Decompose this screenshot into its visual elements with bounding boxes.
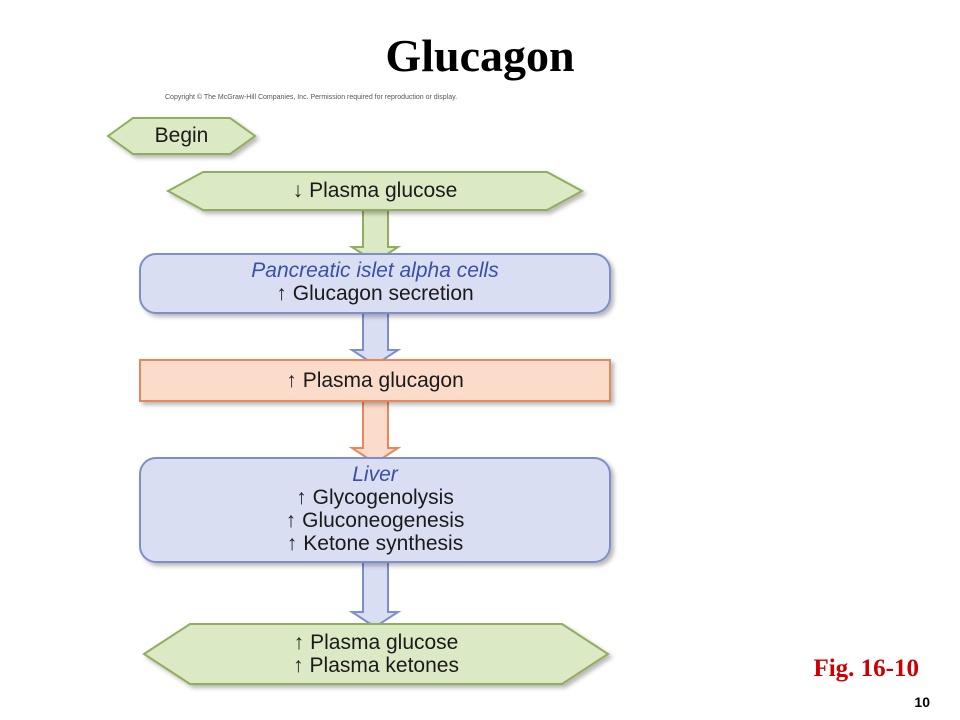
hormone-text: Plasma glucagon <box>302 369 464 392</box>
liver-node-shape <box>139 457 611 563</box>
copyright-notice: Copyright © The McGraw-Hill Companies, I… <box>165 94 458 101</box>
slide-title: Glucagon <box>385 30 575 81</box>
liver-line-text: Glycogenolysis <box>312 486 454 509</box>
begin-node-shape <box>106 117 257 155</box>
result-node: ↑Plasma glucose ↑Plasma ketones <box>144 631 608 677</box>
up-arrow-icon: ↑ <box>285 509 297 532</box>
begin-node: Begin <box>108 124 255 147</box>
result-line-text: Plasma glucose <box>310 631 459 654</box>
liver-line-text: Gluconeogenesis <box>302 509 465 532</box>
up-arrow-icon: ↑ <box>276 282 287 305</box>
up-arrow-icon: ↑ <box>293 631 305 654</box>
stimulus-node: ↓Plasma glucose <box>168 179 582 202</box>
liver-line: ↑Glycogenolysis <box>140 486 610 509</box>
hormone-node-shape <box>139 359 611 402</box>
result-line-text: Plasma ketones <box>309 654 459 677</box>
page-number: 10 <box>914 694 930 710</box>
begin-label: Begin <box>154 124 209 147</box>
liver-line-text: Ketone synthesis <box>303 532 464 555</box>
stimulus-node-shape <box>165 171 585 211</box>
liver-line: ↑Gluconeogenesis <box>140 509 610 532</box>
pancreas-node: Pancreatic islet alpha cells ↑Glucagon s… <box>140 259 610 305</box>
stimulus-text: Plasma glucose <box>309 179 458 202</box>
result-line: ↑Plasma ketones <box>144 654 608 677</box>
result-line: ↑Plasma glucose <box>144 631 608 654</box>
up-arrow-icon: ↑ <box>286 369 297 392</box>
pancreas-node-shape <box>139 253 611 314</box>
connector-pancreas-to-hormone <box>348 312 402 367</box>
down-arrow-icon: ↓ <box>292 179 304 202</box>
liver-line: ↑Ketone synthesis <box>140 532 610 555</box>
liver-heading: Liver <box>352 463 398 486</box>
hormone-node: ↑Plasma glucagon <box>140 369 610 392</box>
up-arrow-icon: ↑ <box>296 486 307 509</box>
up-arrow-icon: ↑ <box>293 654 304 677</box>
up-arrow-icon: ↑ <box>286 532 298 555</box>
liver-node: Liver ↑Glycogenolysis ↑Gluconeogenesis ↑… <box>140 463 610 555</box>
pancreas-text: Glucagon secretion <box>292 282 474 305</box>
result-node-shape <box>142 623 610 685</box>
pancreas-heading: Pancreatic islet alpha cells <box>251 259 499 282</box>
connector-hormone-to-liver <box>348 400 402 465</box>
connector-liver-to-result <box>348 561 402 629</box>
figure-label: Fig. 16-10 <box>813 655 919 682</box>
